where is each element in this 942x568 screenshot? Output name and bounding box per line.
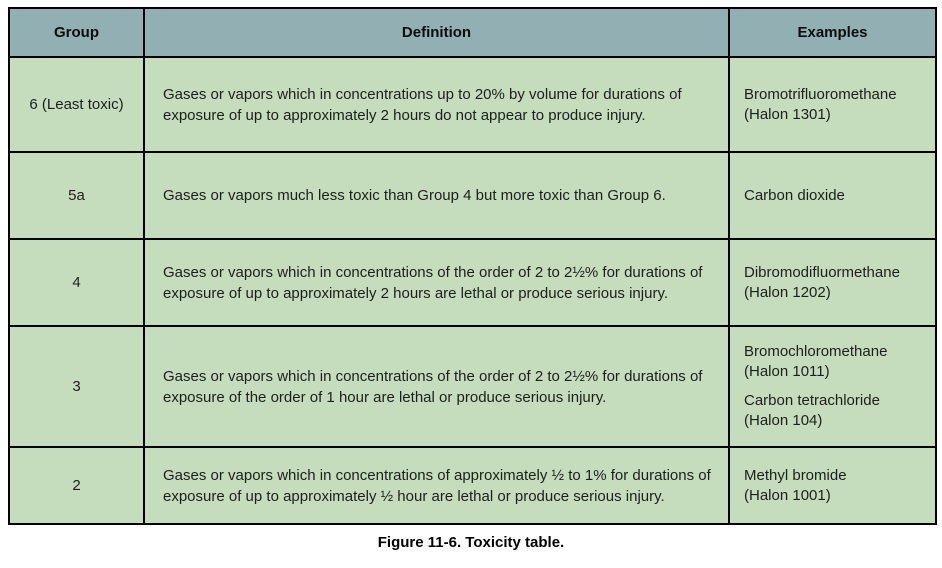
table-row: 2 Gases or vapors which in concentration… bbox=[8, 446, 937, 525]
example-name: Dibromodifluormethane bbox=[744, 263, 900, 281]
definition-cell: Gases or vapors which in concentrations … bbox=[143, 238, 730, 327]
example-halon: (Halon 104) bbox=[744, 412, 823, 429]
table-row: 6 (Least toxic) Gases or vapors which in… bbox=[8, 56, 937, 153]
table-row: 5a Gases or vapors much less toxic than … bbox=[8, 151, 937, 240]
example-entry: Carbon tetrachloride (Halon 104) bbox=[744, 391, 927, 431]
header-definition: Definition bbox=[143, 7, 730, 58]
toxicity-table: Group Definition Examples 6 (Least toxic… bbox=[8, 7, 937, 525]
example-entry: Dibromodifluormethane (Halon 1202) bbox=[744, 263, 927, 303]
table-row: 3 Gases or vapors which in concentration… bbox=[8, 325, 937, 448]
examples-cell: Bromotrifluoromethane (Halon 1301) bbox=[728, 56, 937, 153]
group-cell: 6 (Least toxic) bbox=[8, 56, 145, 153]
group-cell: 4 bbox=[8, 238, 145, 327]
example-halon: (Halon 1011) bbox=[744, 363, 830, 380]
example-name: Bromotrifluoromethane bbox=[744, 85, 897, 103]
group-cell: 2 bbox=[8, 446, 145, 525]
group-cell: 3 bbox=[8, 325, 145, 448]
group-cell: 5a bbox=[8, 151, 145, 240]
example-name: Carbon dioxide bbox=[744, 186, 845, 204]
definition-cell: Gases or vapors which in concentrations … bbox=[143, 56, 730, 153]
example-name: Methyl bromide bbox=[744, 466, 847, 484]
examples-cell: Dibromodifluormethane (Halon 1202) bbox=[728, 238, 937, 327]
examples-cell: Methyl bromide (Halon 1001) bbox=[728, 446, 937, 525]
example-name: Bromochloromethane bbox=[744, 343, 888, 360]
header-group: Group bbox=[8, 7, 145, 58]
table-header-row: Group Definition Examples bbox=[8, 7, 937, 58]
example-entry: Methyl bromide (Halon 1001) bbox=[744, 466, 927, 506]
example-halon: (Halon 1301) bbox=[744, 105, 831, 123]
header-examples: Examples bbox=[728, 7, 937, 58]
definition-cell: Gases or vapors which in concentrations … bbox=[143, 325, 730, 448]
example-halon: (Halon 1202) bbox=[744, 283, 831, 301]
example-entry: Carbon dioxide bbox=[744, 186, 927, 206]
definition-cell: Gases or vapors much less toxic than Gro… bbox=[143, 151, 730, 240]
examples-cell: Carbon dioxide bbox=[728, 151, 937, 240]
example-entry: Bromochloromethane (Halon 1011) bbox=[744, 342, 927, 382]
example-name: Carbon tetrachloride bbox=[744, 392, 880, 409]
definition-cell: Gases or vapors which in concentrations … bbox=[143, 446, 730, 525]
example-halon: (Halon 1001) bbox=[744, 486, 831, 504]
table-row: 4 Gases or vapors which in concentration… bbox=[8, 238, 937, 327]
examples-cell: Bromochloromethane (Halon 1011) Carbon t… bbox=[728, 325, 937, 448]
figure-caption: Figure 11-6. Toxicity table. bbox=[377, 534, 565, 551]
example-entry: Bromotrifluoromethane (Halon 1301) bbox=[744, 85, 927, 125]
